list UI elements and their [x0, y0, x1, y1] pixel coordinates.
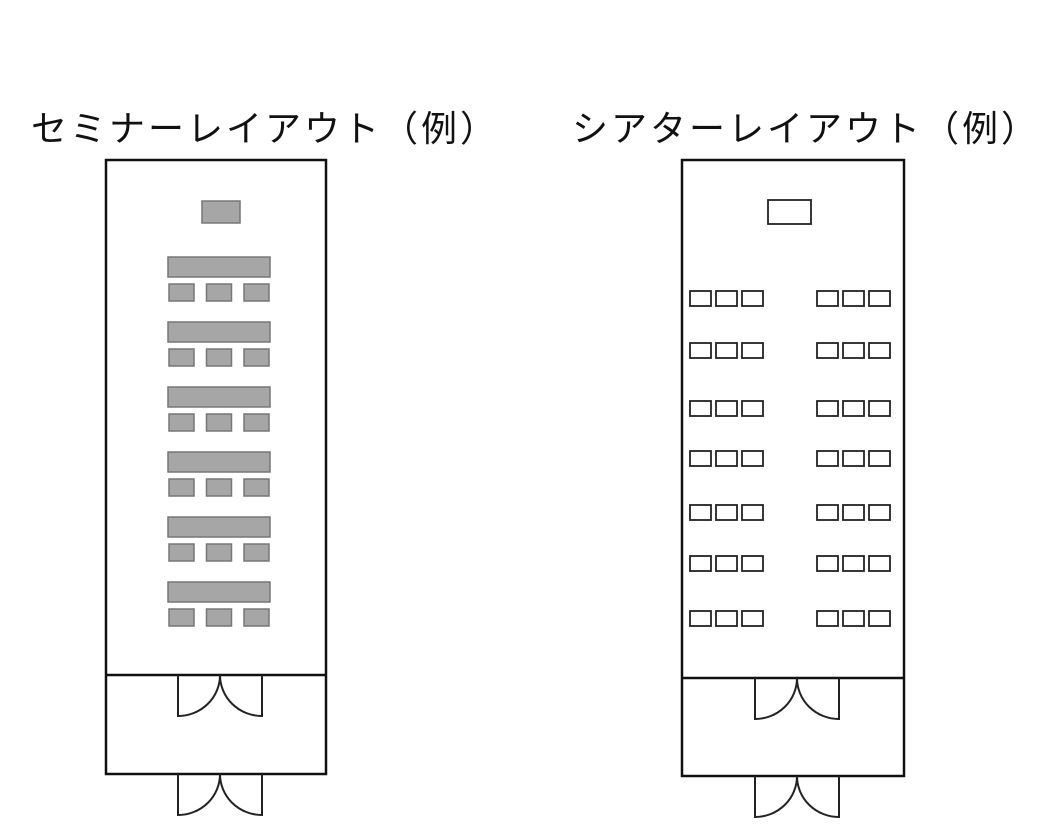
theater-seat — [842, 342, 865, 359]
theater-inner-door-icon — [754, 677, 840, 721]
seminar-desk — [167, 516, 271, 538]
theater-seat — [816, 400, 839, 417]
theater-seat — [816, 290, 839, 307]
seminar-chair — [168, 283, 195, 302]
theater-seat — [689, 400, 712, 417]
theater-seat — [689, 290, 712, 307]
seminar-chair — [205, 543, 233, 562]
theater-seat — [715, 400, 738, 417]
theater-podium — [767, 199, 812, 225]
theater-seat — [868, 504, 891, 521]
seminar-chair — [243, 608, 270, 627]
seminar-chair — [168, 413, 195, 432]
seminar-chair — [205, 348, 233, 367]
theater-seat — [741, 504, 764, 521]
theater-seat — [868, 400, 891, 417]
theater-seat — [715, 450, 738, 467]
seminar-inner-door-icon — [177, 674, 263, 718]
seminar-chair — [243, 283, 270, 302]
theater-room-outline — [680, 158, 906, 778]
theater-seat — [842, 400, 865, 417]
theater-seat — [689, 342, 712, 359]
seminar-chair — [205, 478, 233, 497]
theater-seat — [868, 450, 891, 467]
theater-seat — [715, 610, 738, 627]
theater-seat — [715, 290, 738, 307]
seminar-desk — [167, 451, 271, 473]
theater-seat — [741, 290, 764, 307]
seminar-chair — [168, 608, 195, 627]
theater-seat — [868, 290, 891, 307]
theater-seat — [816, 555, 839, 572]
seminar-podium — [201, 200, 241, 224]
theater-seat — [868, 555, 891, 572]
theater-seat — [842, 610, 865, 627]
seminar-chair — [243, 478, 270, 497]
theater-seat — [741, 400, 764, 417]
seminar-layout-title: セミナーレイアウト（例） — [30, 109, 500, 150]
theater-seat — [715, 555, 738, 572]
theater-seat — [689, 450, 712, 467]
theater-seat — [816, 450, 839, 467]
theater-seat — [816, 610, 839, 627]
seminar-chair — [243, 543, 270, 562]
seminar-room-outline — [104, 158, 328, 776]
seminar-chair — [168, 543, 195, 562]
theater-seat — [842, 555, 865, 572]
theater-seat — [868, 342, 891, 359]
seminar-chair — [168, 348, 195, 367]
theater-seat — [741, 450, 764, 467]
seminar-chair — [205, 283, 233, 302]
seminar-desk — [167, 321, 271, 343]
theater-seat — [842, 504, 865, 521]
theater-layout-title: シアターレイアウト（例） — [571, 109, 1041, 150]
seminar-outer-door-icon — [177, 773, 263, 817]
theater-seat — [715, 342, 738, 359]
seminar-chair — [168, 478, 195, 497]
theater-seat — [868, 610, 891, 627]
theater-seat — [689, 504, 712, 521]
theater-seat — [741, 610, 764, 627]
seminar-chair — [243, 413, 270, 432]
theater-seat — [689, 555, 712, 572]
theater-seat — [842, 450, 865, 467]
theater-seat — [816, 342, 839, 359]
theater-seat — [741, 342, 764, 359]
theater-seat — [842, 290, 865, 307]
seminar-desk — [167, 256, 271, 278]
theater-seat — [816, 504, 839, 521]
seminar-desk — [167, 386, 271, 408]
seminar-chair — [205, 413, 233, 432]
seminar-chair — [205, 608, 233, 627]
seminar-desk — [167, 581, 271, 603]
theater-seat — [741, 555, 764, 572]
theater-seat — [689, 610, 712, 627]
seminar-chair — [243, 348, 270, 367]
theater-seat — [715, 504, 738, 521]
theater-outer-door-icon — [754, 775, 840, 819]
